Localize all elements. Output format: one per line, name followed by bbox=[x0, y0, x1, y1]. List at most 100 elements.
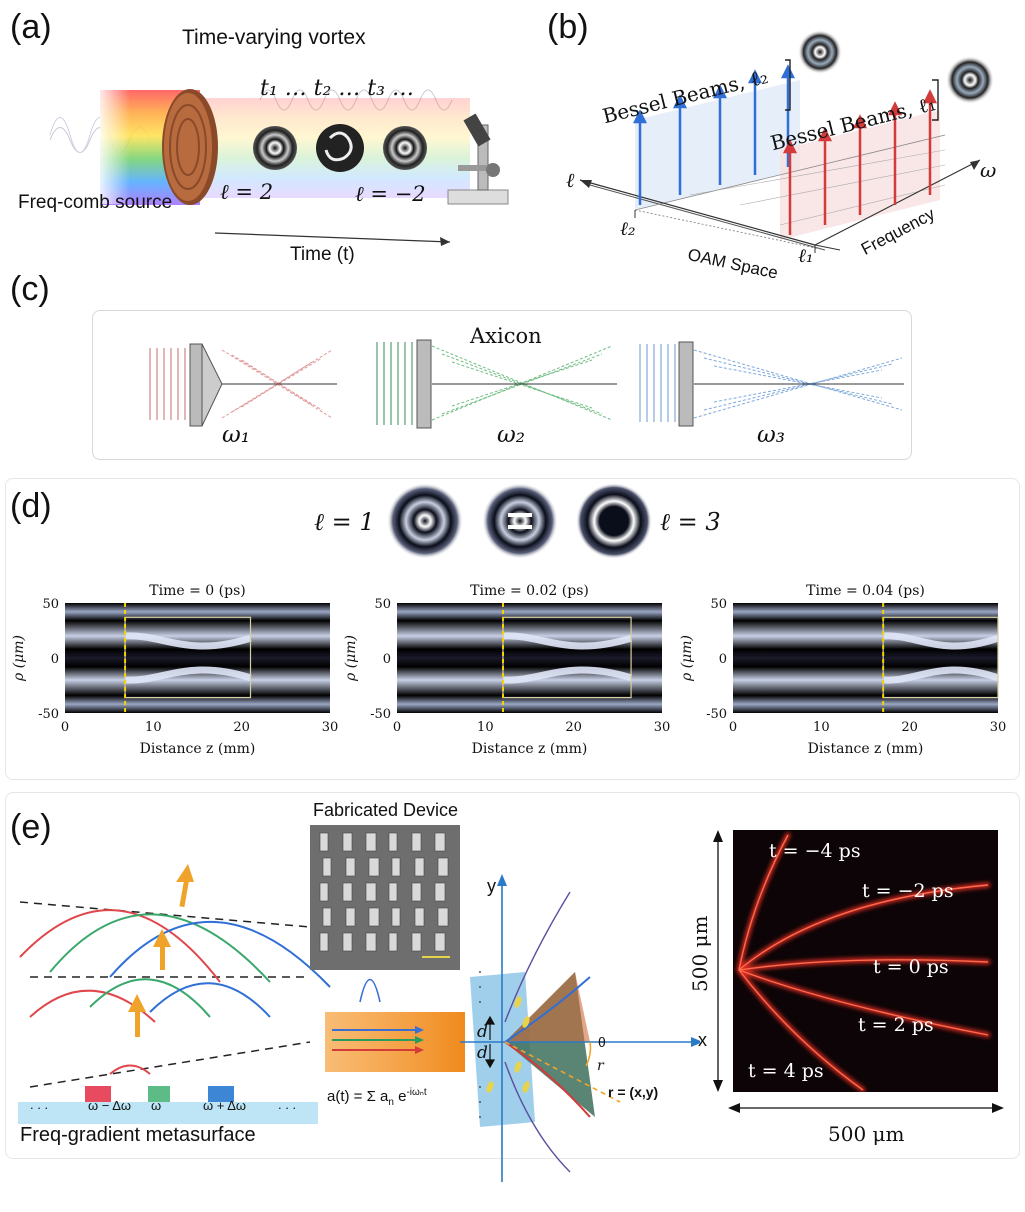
l1-mode-label: ℓ = 1 bbox=[314, 508, 375, 536]
ytick-1-2: -50 bbox=[38, 707, 59, 722]
axis-x-label: x bbox=[698, 1030, 707, 1050]
ytick-1-0: 50 bbox=[42, 597, 59, 612]
theta-label: θ bbox=[598, 1034, 606, 1050]
xtick-1-2: 20 bbox=[233, 720, 250, 735]
panel-c-illustration bbox=[149, 339, 904, 429]
nanopillar bbox=[322, 907, 332, 927]
nanopillar bbox=[342, 832, 353, 852]
l-plus-label: ℓ = 2 bbox=[220, 180, 274, 204]
mode-superposition-icon bbox=[482, 483, 558, 558]
freq-comb-label: Freq-comb source bbox=[18, 192, 173, 213]
nanopillar bbox=[368, 857, 380, 877]
beam-geometry bbox=[325, 874, 700, 1182]
nanopillar bbox=[391, 857, 401, 877]
nanopillar bbox=[411, 882, 422, 902]
d-label-top: d bbox=[477, 1022, 488, 1042]
mode-l3-icon bbox=[576, 483, 652, 558]
bessel-beam-icon-2 bbox=[798, 30, 842, 74]
dimension-horizontal: 500 μm bbox=[828, 1122, 905, 1146]
metasurface-label: Freq-gradient metasurface bbox=[20, 1124, 256, 1146]
mode-l1-icon bbox=[387, 483, 463, 558]
xtick-2-2: 20 bbox=[565, 720, 582, 735]
nanopillar bbox=[319, 832, 329, 852]
nanopillar bbox=[365, 882, 377, 902]
vortex-icon-1 bbox=[253, 126, 297, 170]
oam-mode-icons bbox=[387, 483, 652, 558]
panel-e-frame bbox=[5, 792, 1020, 1159]
bessel-beam-icon-1 bbox=[946, 56, 994, 104]
nanopillar bbox=[319, 932, 329, 952]
nanopillar bbox=[434, 882, 446, 902]
nanopillar bbox=[411, 832, 422, 852]
ylabel-2: ρ (μm) bbox=[343, 635, 359, 682]
ytick-3-1: 0 bbox=[719, 652, 727, 667]
nanopillar bbox=[437, 907, 449, 927]
xtick-2-1: 10 bbox=[477, 720, 494, 735]
ytick-3-0: 50 bbox=[710, 597, 727, 612]
fabricated-device-title: Fabricated Device bbox=[313, 800, 459, 820]
panel-label-c: (c) bbox=[10, 270, 50, 308]
panel-c-frame bbox=[92, 310, 912, 460]
pixel-green bbox=[148, 1086, 170, 1102]
microscope-icon bbox=[447, 113, 509, 205]
xtick-1-3: 30 bbox=[322, 720, 339, 735]
nanopillar bbox=[414, 907, 425, 927]
vortex-icon-3 bbox=[383, 126, 427, 170]
xtick-3-2: 20 bbox=[901, 720, 918, 735]
panel-a: Time-varying vortex t₁ … t₂ … t₃ … Freq-… bbox=[18, 20, 530, 280]
xtick-1-1: 10 bbox=[145, 720, 162, 735]
plot-title-3: Time = 0.04 (ps) bbox=[806, 583, 925, 599]
panel-label-b: (b) bbox=[547, 8, 589, 46]
axis-l-label: ℓ bbox=[566, 168, 575, 192]
xtick-3-1: 10 bbox=[813, 720, 830, 735]
dimension-arrows bbox=[713, 830, 1004, 1113]
d-label-bottom: d bbox=[477, 1043, 488, 1063]
nanopillar bbox=[388, 932, 398, 952]
l-minus-label: ℓ = −2 bbox=[355, 182, 426, 206]
nanopillar bbox=[322, 857, 332, 877]
time-label-p2: t = 2 ps bbox=[858, 1014, 934, 1036]
nanopillar bbox=[391, 907, 401, 927]
omega-1-label: ω₁ bbox=[222, 422, 250, 448]
nanopillar bbox=[368, 907, 380, 927]
freq-high-label: ω + Δω bbox=[203, 1098, 247, 1113]
nanopillar bbox=[365, 932, 377, 952]
time-label-0: t = 0 ps bbox=[873, 956, 949, 978]
nanopillar bbox=[345, 857, 356, 877]
metasurface-illustration bbox=[18, 864, 331, 1124]
nanopillar bbox=[388, 832, 398, 852]
axicon-1 bbox=[149, 343, 337, 427]
panel-e: . . . ω − Δω ω ω + Δω . . . Freq-gradien… bbox=[0, 792, 1025, 1182]
l2-tick: ℓ₂ bbox=[620, 218, 636, 240]
ytick-2-2: -50 bbox=[370, 707, 391, 722]
panel-b: Bessel Beams, ℓ₂ Bessel Beams, ℓ₁ ℓ ω ℓ₂… bbox=[540, 20, 1020, 310]
xlabel-3: Distance z (mm) bbox=[808, 741, 924, 757]
freq-low-label: ω − Δω bbox=[88, 1098, 132, 1113]
nanopillar bbox=[434, 932, 446, 952]
xlabel-1: Distance z (mm) bbox=[140, 741, 256, 757]
l3-mode-label: ℓ = 3 bbox=[660, 508, 721, 536]
ytick-3-2: -50 bbox=[706, 707, 727, 722]
axicon-2 bbox=[376, 339, 617, 429]
ytick-1-1: 0 bbox=[51, 652, 59, 667]
dots-left: . . . bbox=[30, 1097, 49, 1112]
ytick-2-1: 0 bbox=[383, 652, 391, 667]
eq-exp: -iωₙt bbox=[406, 1087, 427, 1098]
eq-main: a(t) = Σ a bbox=[327, 1088, 389, 1105]
ylabel-3: ρ (μm) bbox=[679, 635, 695, 682]
omega-2-label: ω₂ bbox=[497, 422, 525, 448]
xtick-2-3: 30 bbox=[654, 720, 671, 735]
axis-y-label: y bbox=[487, 876, 496, 896]
panel-label-a: (a) bbox=[10, 8, 52, 46]
simulation-image bbox=[733, 830, 998, 1092]
panel-a-illustration bbox=[49, 89, 509, 246]
axis-omega-label: ω bbox=[980, 158, 997, 182]
panel-b-illustration bbox=[579, 30, 994, 253]
panel-label-e: (e) bbox=[10, 808, 52, 846]
nanopillar bbox=[411, 932, 422, 952]
